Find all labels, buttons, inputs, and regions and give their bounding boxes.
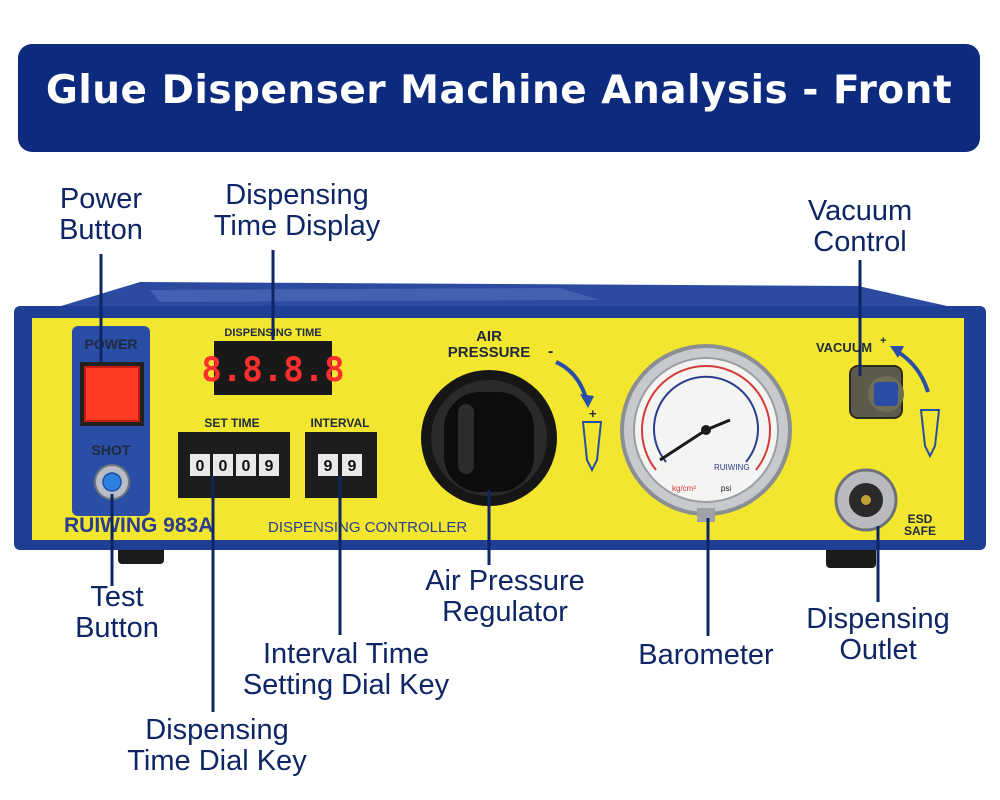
time-display	[214, 341, 332, 395]
interval-label: INTERVAL	[311, 416, 370, 430]
air-minus: -	[548, 343, 553, 360]
gauge-brand: RUIWING	[714, 463, 750, 472]
air-label-line1: AIR	[476, 328, 502, 345]
leader-lines	[99, 250, 880, 712]
power-button[interactable]	[84, 366, 140, 422]
callout-text: Dispensing	[806, 603, 950, 635]
callout-time-dial: Dispensing Time Dial Key	[110, 715, 324, 777]
gauge-hub	[701, 425, 711, 435]
callout-vacuum-control: Vacuum Control	[780, 196, 940, 258]
top-highlight	[150, 288, 600, 302]
vacuum-label: VACUUM	[816, 340, 872, 355]
set-time-digit: 0	[196, 458, 205, 475]
callout-text: Outlet	[839, 634, 917, 666]
title-banner: Glue Dispenser Machine Analysis - Front	[18, 44, 980, 152]
air-plus: +	[589, 406, 597, 421]
power-label: POWER	[85, 336, 138, 352]
set-time-digit-boxes	[190, 454, 279, 476]
syringe-icon	[581, 421, 603, 473]
callout-test-button: Test Button	[56, 582, 178, 644]
vacuum-adjust-arrow	[896, 350, 930, 393]
set-time-digit-box[interactable]	[236, 454, 256, 476]
interval-digit: 9	[348, 458, 357, 475]
brand-subtitle: DISPENSING CONTROLLER	[268, 519, 467, 536]
callout-text: Button	[59, 214, 143, 246]
set-time-digit-box[interactable]	[259, 454, 279, 476]
esd-label-line2: SAFE	[904, 524, 936, 538]
air-adjust-arrowhead	[580, 394, 594, 408]
air-adjust-arrow	[555, 360, 588, 399]
esd-label-line1: ESD	[908, 512, 933, 526]
gauge-red-arc	[641, 365, 771, 471]
set-time-digit: 0	[219, 458, 228, 475]
callout-text: Time Dial Key	[127, 745, 307, 777]
callout-text: Barometer	[638, 639, 774, 671]
set-time-digit-box[interactable]	[190, 454, 210, 476]
callout-text: Button	[75, 612, 159, 644]
gauge-needle	[659, 428, 707, 462]
callout-text: Air Pressure	[425, 565, 585, 597]
callout-text: Setting Dial Key	[242, 669, 450, 701]
shot-label: SHOT	[92, 442, 131, 458]
vacuum-plus: +	[880, 335, 886, 347]
callout-power-button: Power Button	[40, 184, 162, 246]
callout-dispensing-outlet: Dispensing Outlet	[790, 604, 966, 666]
air-pressure-knob[interactable]	[444, 392, 534, 492]
page-title: Glue Dispenser Machine Analysis - Front	[45, 68, 953, 113]
callout-text: Vacuum	[807, 195, 913, 227]
callout-text: Dispensing	[225, 179, 369, 211]
air-label-line2: PRESSURE	[448, 344, 531, 361]
knob-highlight	[458, 404, 474, 474]
callout-text: Dispensing	[145, 714, 289, 746]
set-time-digit: 0	[242, 458, 251, 475]
set-time-digit-box[interactable]	[213, 454, 233, 476]
callout-text: Regulator	[442, 596, 568, 628]
callout-air-regulator: Air Pressure Regulator	[400, 566, 610, 628]
gauge-unit-left: kg/cm²	[672, 484, 696, 493]
vacuum-knob-logo	[874, 382, 898, 406]
gauge-unit-right: psi	[721, 484, 731, 493]
interval-digit-box[interactable]	[342, 454, 362, 476]
callout-text: Test	[90, 581, 144, 613]
vacuum-adjust-arrowhead	[890, 346, 904, 358]
callout-text: Interval Time	[263, 638, 429, 670]
vacuum-syringe-icon	[919, 409, 941, 459]
callout-time-display: Dispensing Time Display	[192, 180, 402, 242]
callout-barometer: Barometer	[618, 640, 794, 671]
gauge-stem	[697, 508, 715, 522]
callout-text: Control	[813, 226, 907, 258]
callout-interval-dial: Interval Time Setting Dial Key	[226, 639, 466, 701]
set-time-label: SET TIME	[204, 416, 259, 430]
brand-model: RUIWING 983A	[64, 514, 213, 537]
outlet-pin	[861, 495, 871, 505]
callout-text: Time Display	[213, 210, 381, 242]
time-display-digits: 8.8.8.8	[201, 350, 344, 390]
gauge-blue-arc	[653, 375, 759, 463]
shot-button[interactable]	[102, 472, 122, 492]
interval-digit-box[interactable]	[318, 454, 338, 476]
set-time-digit: 9	[265, 458, 274, 475]
callout-text: Power	[59, 183, 143, 215]
interval-digit: 9	[324, 458, 333, 475]
